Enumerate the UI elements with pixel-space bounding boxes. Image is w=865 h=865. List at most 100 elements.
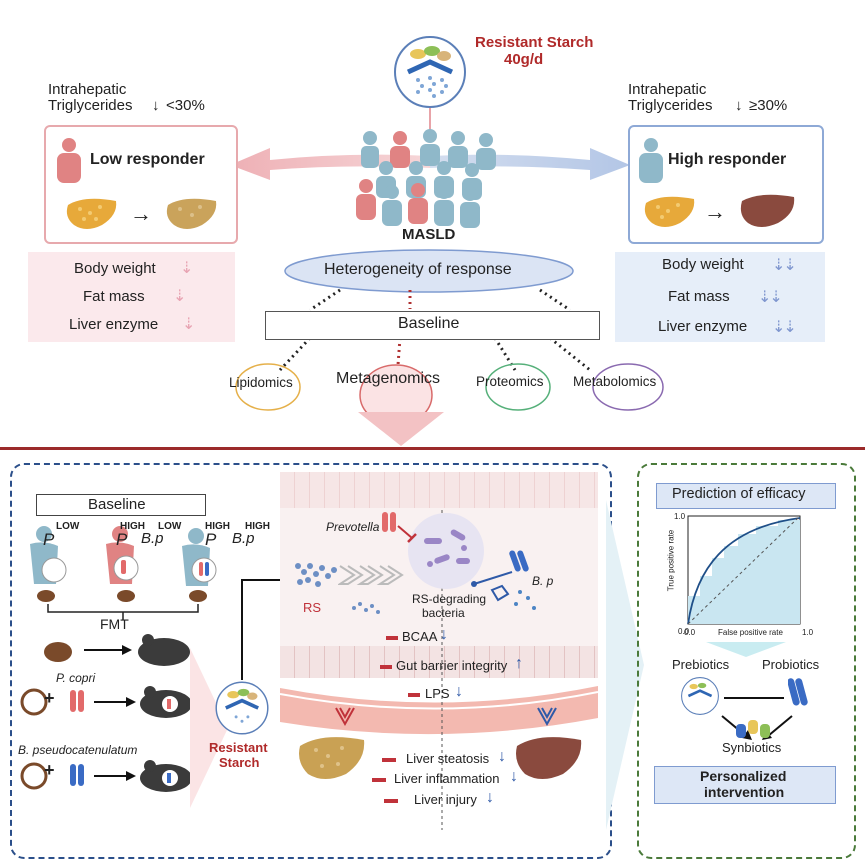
injury-down-arrow: ↓ — [486, 789, 494, 806]
barrier-promote-bar — [380, 665, 392, 669]
low-criteria-value: <30% — [166, 97, 205, 114]
rs-degrading-bacteria-label-1: RS-degrading — [412, 592, 487, 606]
vessel-chevron-left — [335, 707, 355, 727]
omics-lipidomics: Lipidomics — [229, 375, 293, 390]
omics-metagenomics: Metagenomics — [336, 370, 441, 387]
donor3-bp-level: HIGH — [245, 521, 270, 532]
omics-ellipses — [235, 363, 664, 426]
low-outcome-body-weight: Body weight — [74, 260, 156, 277]
p-copri-label: P. copri — [56, 671, 96, 685]
personalized-line1: Personalized — [700, 768, 787, 784]
high-down-arrows-3: ⇣⇣ — [772, 319, 797, 336]
donor2-p-level: HIGH — [120, 521, 145, 532]
high-down-arrows-1: ⇣⇣ — [772, 257, 797, 274]
heterogeneity-label: Heterogeneity of response — [324, 261, 512, 278]
donor2-p: P — [116, 530, 128, 549]
rs-degrading-bacteria-icon — [408, 513, 484, 589]
rs-fragments — [352, 602, 380, 614]
bp-label: B. p — [532, 574, 554, 588]
donor3-p: P — [205, 530, 217, 549]
low-down-arrow: ↓ — [152, 97, 160, 114]
prevotella-label: Prevotella — [326, 520, 380, 534]
arrow-to-low — [230, 148, 430, 180]
gut-barrier — [280, 646, 598, 678]
prediction-panel — [637, 463, 856, 859]
rs-starch-icon — [295, 563, 337, 587]
high-outcomes-panel — [615, 252, 825, 342]
liver-injury-label: Liver injury — [414, 792, 477, 807]
omics-proteomics: Proteomics — [476, 374, 544, 389]
probiotics-label: Probiotics — [762, 657, 820, 672]
lps-label: LPS — [425, 686, 450, 701]
low-outcome-liver-enzyme: Liver enzyme — [69, 316, 159, 333]
bp-icon — [509, 550, 529, 572]
mouse-baseline-box — [36, 494, 206, 516]
low-outcomes-panel — [28, 252, 235, 342]
donor1-p-level: LOW — [56, 521, 80, 532]
low-responder-title: Low responder — [90, 151, 205, 168]
high-outcome-body-weight: Body weight — [662, 256, 744, 273]
baseline-box — [265, 311, 600, 340]
mouse-to-rs-chevron — [190, 648, 228, 808]
low-criteria-line2: Triglycerides — [48, 97, 133, 114]
heterogeneity-ellipse — [284, 249, 574, 293]
high-arrow-icon: → — [704, 199, 726, 224]
personalized-box — [654, 766, 836, 804]
prediction-title: Prediction of efficacy — [672, 486, 806, 502]
bcaa-down-arrow: ↓ — [440, 626, 448, 643]
masld-cohort-icon — [356, 129, 496, 228]
prebiotics-icon — [681, 677, 719, 715]
b-pseudo-plus: + — [44, 760, 55, 780]
high-responder-person-icon — [639, 138, 663, 183]
healthy-liver-bottom-icon — [516, 737, 582, 779]
high-criteria-line1: Intrahepatic — [628, 81, 707, 98]
rs-degrading-bacteria-label-2: bacteria — [422, 606, 465, 620]
improved-liver-icon — [166, 198, 217, 229]
b-pseudo-row — [20, 760, 192, 792]
roc-y-tick-top: 1.0 — [674, 512, 686, 521]
low-arrow-icon: → — [130, 201, 152, 226]
vessel-chevron-right — [537, 707, 557, 727]
roc-to-strategy-triangle — [706, 642, 786, 657]
lps-inhibit-bar — [408, 693, 420, 697]
low-down-arrow-2: ⇣ — [173, 288, 187, 305]
high-criteria-line2: Triglycerides — [628, 97, 713, 114]
synbiotics-label: Synbiotics — [722, 740, 782, 755]
inflammation-inhibit-bar — [372, 778, 386, 782]
synbiotics-capsules-icon — [736, 720, 770, 738]
donor1-p: P — [43, 530, 55, 549]
roc-y-label: True positive rate — [666, 529, 676, 592]
rs-title: Resistant Starch — [475, 34, 594, 51]
prediction-title-box — [656, 483, 836, 509]
steatosis-inhibit-bar — [382, 758, 396, 762]
roc-x-label: False positive rate — [718, 628, 783, 637]
low-down-arrow-1: ⇣ — [180, 260, 194, 277]
rs-icon-bottom — [215, 681, 269, 735]
donor2-bp: B.p — [141, 530, 164, 547]
fmt-label: FMT — [100, 616, 129, 632]
baseline-label: Baseline — [398, 315, 460, 332]
lps-down-arrow: ↓ — [455, 683, 463, 700]
roc-x-tick-left: 0.0 — [684, 628, 696, 637]
bp-to-bacteria-line — [471, 571, 513, 587]
section-divider — [0, 447, 865, 450]
gut-epithelium — [280, 472, 598, 509]
rs-bottom-label-2: Starch — [219, 755, 260, 770]
healthy-liver-icon — [740, 194, 795, 227]
roc-x-tick-right: 1.0 — [802, 628, 814, 637]
liver-inflammation-label: Liver inflammation — [394, 771, 500, 786]
fatty-liver-icon-high — [644, 196, 695, 227]
roc-curve-chart — [687, 515, 801, 625]
donor-stool-bracket — [37, 590, 207, 620]
high-down-arrows-2: ⇣⇣ — [758, 289, 783, 306]
roc-y-tick-bottom: 0.0 — [678, 627, 690, 636]
fmt-row — [44, 634, 190, 666]
donor-icons — [30, 526, 217, 586]
low-responder-person-icon — [57, 138, 81, 183]
bcaa-inhibit-bar — [386, 636, 398, 640]
gut-vessel — [280, 686, 598, 735]
barrier-up-arrow: ↑ — [515, 655, 523, 672]
scfa-dots — [490, 584, 536, 610]
rs-dose: 40g/d — [504, 51, 544, 68]
low-outcome-fat-mass: Fat mass — [83, 288, 145, 305]
